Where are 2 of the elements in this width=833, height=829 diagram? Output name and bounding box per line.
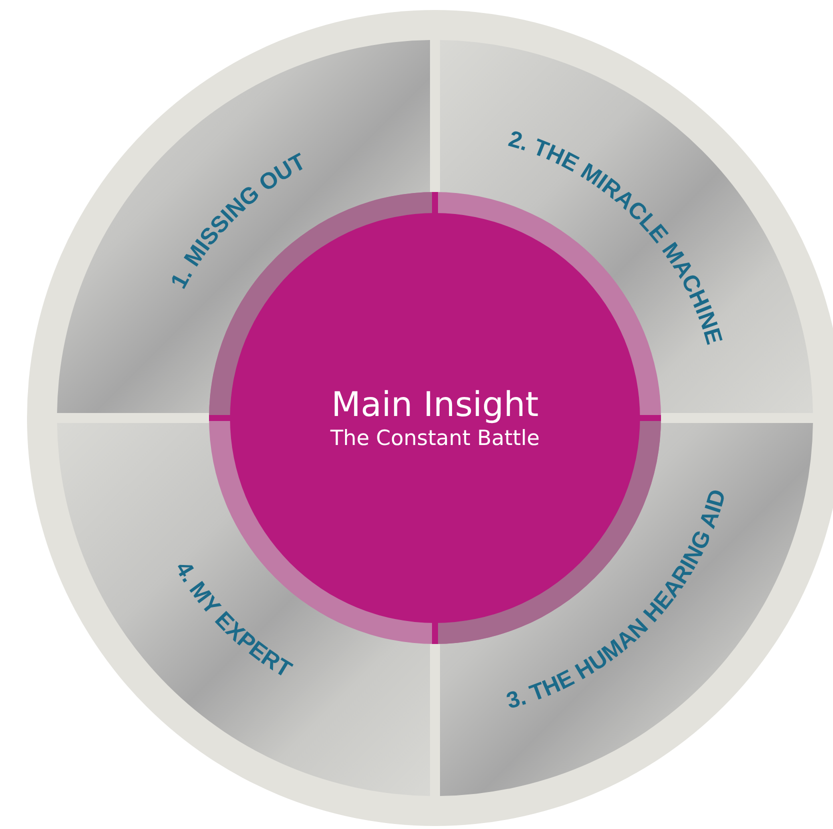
heading: Main Insight [331,385,539,425]
subheading: The Constant Battle [330,425,540,451]
